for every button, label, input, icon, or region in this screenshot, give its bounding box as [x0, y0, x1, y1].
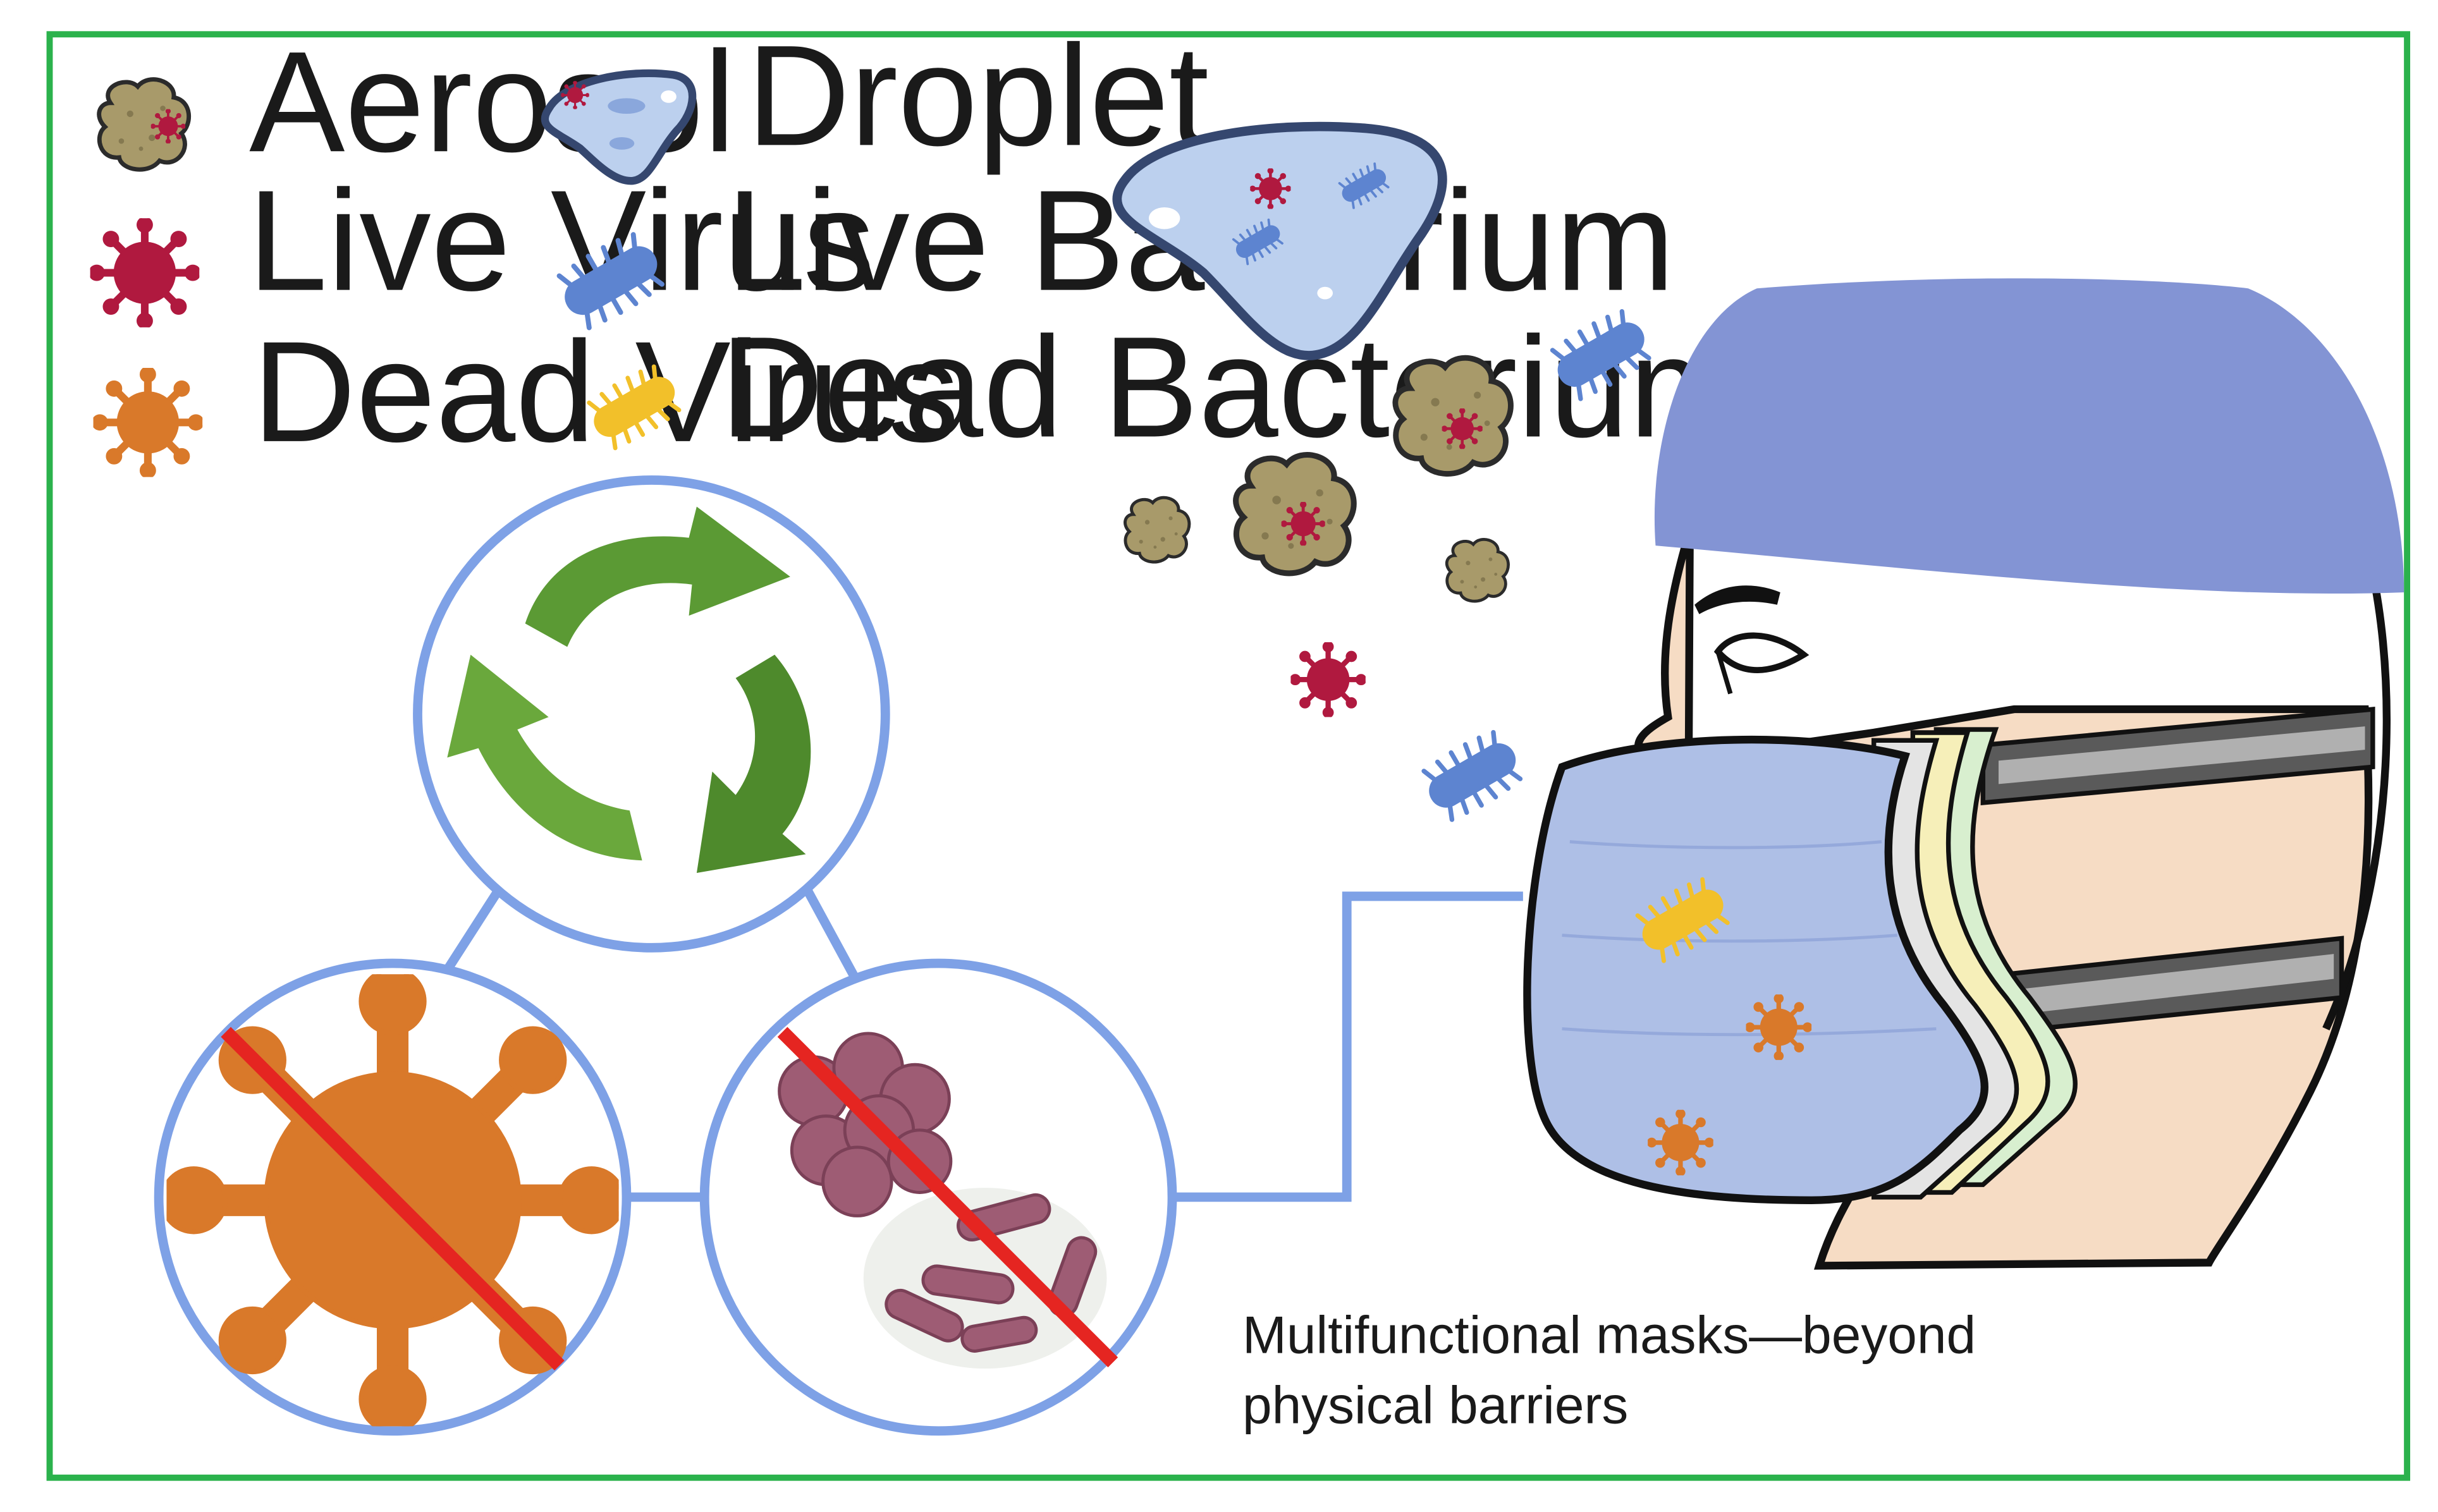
floating-aerosol [1236, 455, 1354, 573]
mask-dead-virus [1647, 1109, 1714, 1176]
face-mask [1523, 727, 2078, 1204]
caption-line-1: Multifunctional masks—beyond [1242, 1305, 1976, 1364]
caption: Multifunctional masks—beyond physical ba… [1242, 1305, 1976, 1434]
floating-droplet [1112, 121, 1447, 360]
droplet-icon [541, 69, 697, 185]
floating-live-virus [1290, 642, 1366, 718]
mask-straps [1980, 706, 2375, 1035]
antibacterial-circle [699, 958, 1177, 1436]
prohibition-line-virus [221, 1027, 565, 1371]
floating-particles [1112, 121, 1657, 825]
eye-icon [1713, 632, 1810, 673]
legend-label-live-virus: Live Virus [248, 161, 875, 321]
legend-label-droplet: Droplet [747, 16, 1209, 176]
eyebrow-icon [1694, 585, 1780, 614]
legend-label-dead-virus: Dead Virus [252, 312, 959, 472]
mask-dead-virus [1745, 994, 1812, 1061]
caption-line-2: physical barriers [1242, 1375, 1628, 1434]
prohibition-line-bacteria [777, 1027, 1118, 1368]
dead-virus-icon [92, 367, 204, 478]
mask-outer-layer [1523, 735, 1988, 1204]
aerosol-icon [99, 80, 189, 170]
recycle-circle [413, 475, 890, 953]
recycle-icon [447, 506, 811, 873]
live-virus-icon [89, 217, 200, 329]
surgical-cap [1654, 278, 2404, 594]
floating-aerosol [1125, 497, 1189, 562]
floating-aerosol [1447, 539, 1508, 601]
antiviral-circle [154, 958, 632, 1436]
floating-aerosol [1395, 358, 1511, 473]
